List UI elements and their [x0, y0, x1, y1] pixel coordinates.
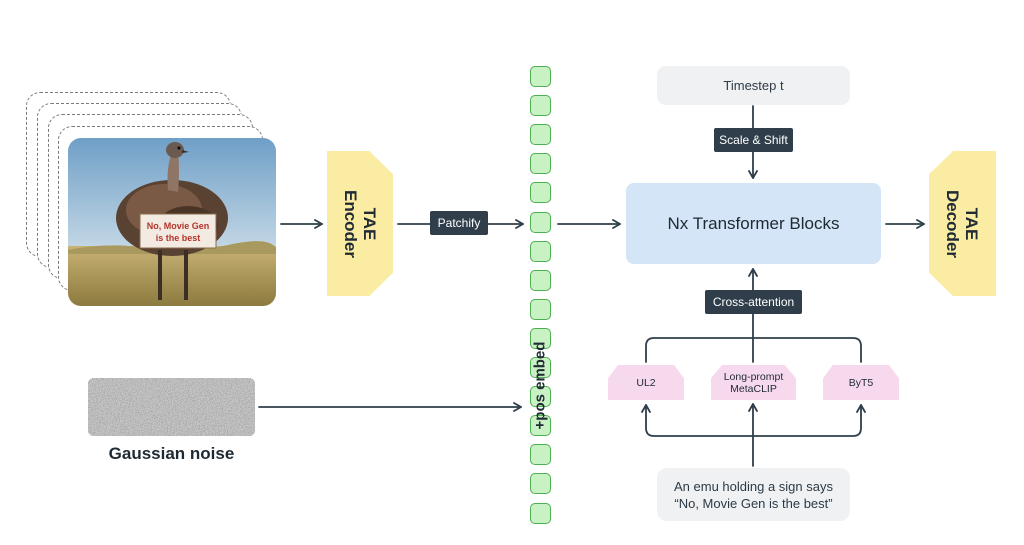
patch-token — [530, 211, 551, 233]
patchify-label: Patchify — [430, 211, 488, 235]
svg-text:is the best: is the best — [156, 233, 201, 243]
patch-token — [530, 473, 551, 495]
patch-token — [530, 357, 551, 378]
transformer-label: Nx Transformer Blocks — [667, 213, 840, 233]
patch-token — [530, 95, 551, 117]
cross-attention-label: Cross-attention — [705, 290, 802, 314]
patch-token — [530, 124, 551, 146]
patch-token — [530, 240, 551, 262]
gaussian-noise-label: Gaussian noise — [108, 444, 235, 463]
emu-illustration: No, Movie Gen is the best — [68, 138, 276, 306]
timestep-box: Timestep t — [657, 66, 850, 105]
patch-token — [530, 269, 551, 291]
prompt-box: An emu holding a sign says “No, Movie Ge… — [657, 468, 850, 521]
prompt-line-1: An emu holding a sign says — [674, 478, 833, 494]
prompt-line-2: “No, Movie Gen is the best” — [674, 495, 833, 511]
patch-token — [530, 153, 551, 175]
emu-image: No, Movie Gen is the best — [68, 138, 276, 306]
patch-token — [530, 444, 551, 466]
scale-shift-label: Scale & Shift — [714, 128, 793, 152]
patch-token — [530, 182, 551, 204]
noise-pattern — [88, 378, 255, 436]
line-prompt-to-ul2 — [641, 404, 754, 437]
svg-text:No, Movie Gen: No, Movie Gen — [147, 221, 210, 231]
text-encoder-byt5-label: ByT5 — [848, 376, 874, 389]
patch-token — [530, 66, 551, 87]
line-encoders-to-cross-attention — [645, 337, 862, 363]
patch-token — [530, 386, 551, 408]
line-prompt-to-byt5 — [752, 404, 866, 437]
pos-embed-label: +pos embed — [531, 341, 549, 430]
transformer-blocks: Nx Transformer Blocks — [626, 183, 881, 264]
text-encoder-byt5: ByT5 — [823, 365, 899, 400]
patch-token — [530, 502, 551, 524]
patch-token — [530, 415, 551, 437]
text-encoder-ul2-label: UL2 — [636, 376, 656, 389]
text-encoder-ul2: UL2 — [608, 365, 684, 400]
patch-token — [530, 298, 551, 320]
gaussian-noise-image — [88, 378, 255, 436]
patch-token — [530, 327, 551, 349]
timestep-label: Timestep t — [723, 78, 784, 93]
